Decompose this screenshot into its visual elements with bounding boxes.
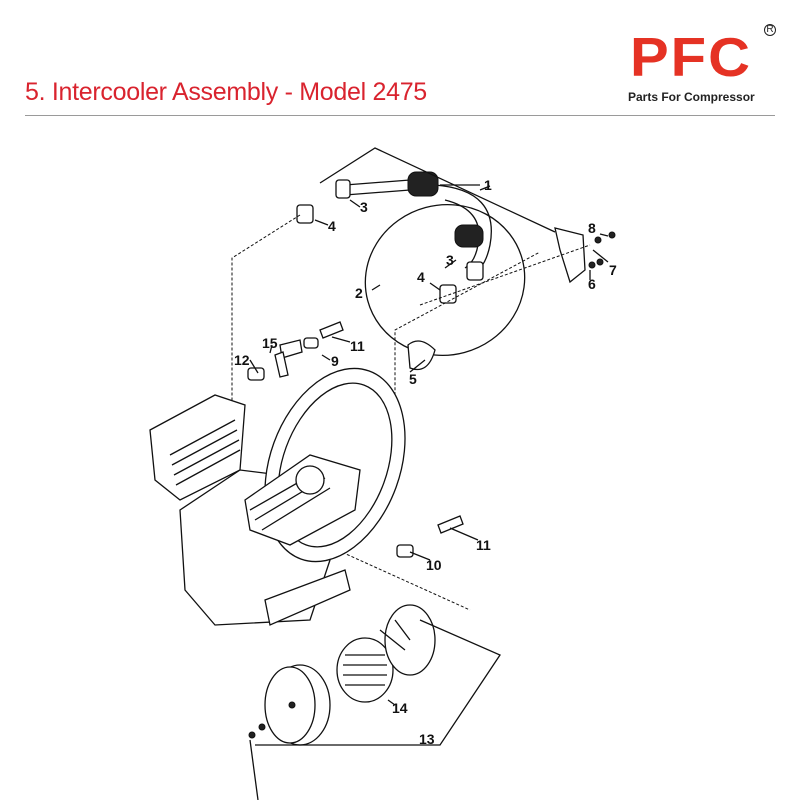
callout-9: 9: [331, 353, 339, 369]
callout-13: 13: [419, 731, 435, 747]
registered-mark: R: [764, 24, 776, 36]
callout-11b: 11: [476, 537, 491, 553]
callout-4a: 4: [328, 218, 336, 234]
page-title: 5. Intercooler Assembly - Model 2475: [25, 78, 427, 106]
bracket: [554, 227, 586, 284]
callout-11a: 11: [350, 338, 365, 354]
intercooler-tube: [319, 147, 556, 281]
callout-2: 2: [355, 285, 363, 301]
callout-7: 7: [609, 262, 617, 278]
callout-1: 1: [484, 177, 492, 193]
clamp: [407, 340, 436, 371]
callout-3b: 3: [446, 252, 454, 268]
fitting: [439, 284, 457, 304]
callout-15: 15: [262, 335, 278, 351]
fitting: [296, 204, 314, 224]
callout-labels: 1 2 3 3 4 4 5 6 7 8 9 10 11 11 12 13 14 …: [234, 177, 617, 747]
callout-8: 8: [588, 220, 596, 236]
header-divider: [25, 115, 775, 116]
compressor-pump: [149, 367, 406, 626]
callout-6: 6: [588, 276, 596, 292]
fan-assembly: [248, 604, 501, 800]
loop-indicator: [364, 204, 526, 356]
callout-12: 12: [234, 352, 250, 368]
pfc-logo: PFC R Parts For Compressor: [628, 24, 778, 108]
callout-14: 14: [392, 700, 408, 716]
callout-3a: 3: [360, 199, 368, 215]
logo-tagline: Parts For Compressor: [628, 90, 755, 104]
callout-5: 5: [409, 371, 417, 387]
callout-10: 10: [426, 557, 442, 573]
callout-4b: 4: [417, 269, 425, 285]
logo-letters: PFC: [630, 26, 752, 89]
